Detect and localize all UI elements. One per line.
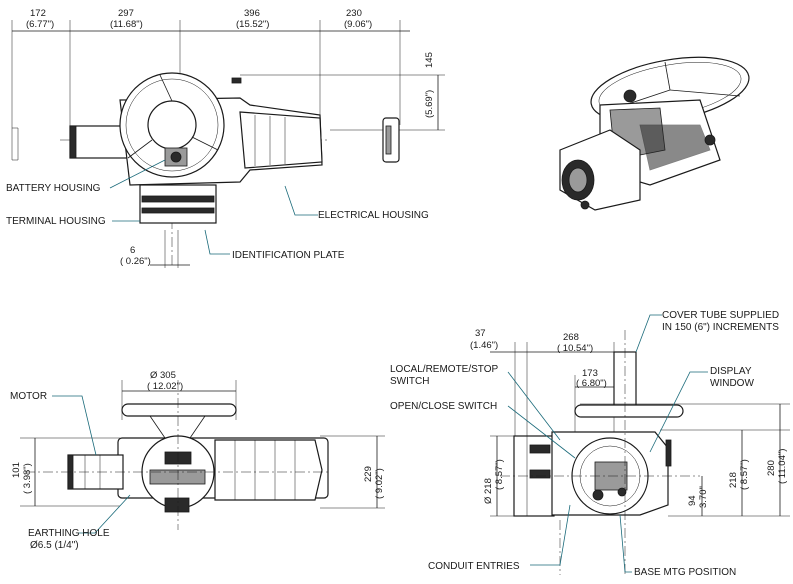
dim-230-in: (9.06")	[344, 19, 372, 30]
dim-37-mm: 37	[475, 328, 486, 339]
dim-280-mm: 280	[766, 460, 777, 476]
dim-172-in: (6.77")	[26, 19, 54, 30]
label-earthing-size: Ø6.5 (1/4")	[30, 540, 79, 551]
label-lrs-switch-2: SWITCH	[390, 376, 429, 387]
dim-172-mm: 172	[30, 8, 46, 19]
dim-94-mm: 94	[687, 495, 698, 506]
dim-94-in: 3.70"	[698, 486, 709, 508]
dim-6-mm: 6	[130, 245, 135, 256]
label-conduit-entries: CONDUIT ENTRIES	[428, 561, 520, 572]
dim-280-in: ( 11.04")	[777, 449, 788, 484]
dim-229-mm: 229	[363, 466, 374, 482]
dim-173-mm: 173	[582, 368, 598, 379]
dim-218-left-in: ( 8.57")	[494, 459, 505, 490]
side-view	[490, 314, 790, 575]
dim-101-in: ( 3.98")	[22, 463, 33, 494]
label-base-mtg-position: BASE MTG POSITION	[634, 567, 736, 578]
dim-101-mm: 101	[11, 462, 22, 478]
dim-297-in: (11.68")	[110, 19, 143, 30]
dim-173-in: ( 6.80")	[576, 378, 607, 389]
label-display-window-2: WINDOW	[710, 378, 754, 389]
label-cover-tube-1: COVER TUBE SUPPLIED	[662, 310, 779, 321]
isometric-view	[559, 56, 750, 211]
dim-268-mm: 268	[563, 332, 579, 343]
label-battery-housing: BATTERY HOUSING	[6, 183, 101, 194]
label-earthing-hole: EARTHING HOLE	[28, 528, 110, 539]
dim-6-in: ( 0.26")	[120, 256, 151, 267]
front-view	[20, 380, 385, 534]
label-open-close-switch: OPEN/CLOSE SWITCH	[390, 401, 497, 412]
dim-396-mm: 396	[244, 8, 260, 19]
dim-145-mm: 145	[424, 52, 435, 68]
dim-145-in: (5.69")	[424, 90, 435, 118]
dim-218-right-in: ( 8.57")	[739, 459, 750, 490]
top-view	[11, 20, 445, 268]
label-terminal-housing: TERMINAL HOUSING	[6, 216, 106, 227]
label-identification-plate: IDENTIFICATION PLATE	[232, 250, 345, 261]
label-lrs-switch-1: LOCAL/REMOTE/STOP	[390, 364, 499, 375]
dim-37-in: (1.46")	[470, 340, 498, 351]
dim-229-in: ( 9.02")	[374, 468, 385, 499]
dim-218-left-mm: Ø 218	[483, 478, 494, 504]
label-motor: MOTOR	[10, 391, 47, 402]
dim-305-in: ( 12.02")	[147, 381, 183, 392]
dim-297-mm: 297	[118, 8, 134, 19]
label-display-window-1: DISPLAY	[710, 366, 752, 377]
label-cover-tube-2: IN 150 (6") INCREMENTS	[662, 322, 779, 333]
label-electrical-housing: ELECTRICAL HOUSING	[318, 210, 429, 221]
dim-230-mm: 230	[346, 8, 362, 19]
dim-268-in: ( 10.54")	[557, 343, 593, 354]
dim-218-right-mm: 218	[728, 472, 739, 488]
dim-305-mm: Ø 305	[150, 370, 176, 381]
dim-396-in: (15.52")	[236, 19, 269, 30]
